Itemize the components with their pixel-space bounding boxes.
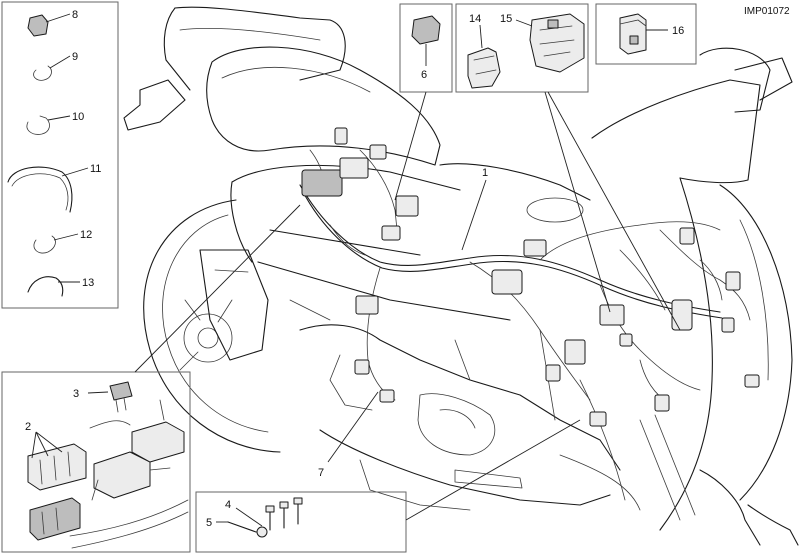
part-8-clip: 8 bbox=[27, 9, 78, 37]
callout-label-9: 9 bbox=[72, 51, 78, 63]
callout-label-11: 11 bbox=[90, 163, 101, 175]
callout-label-16: 16 bbox=[672, 25, 684, 37]
part-6-connector: 6 bbox=[411, 15, 441, 81]
callout-1: 1 bbox=[461, 167, 488, 251]
callout-label-7: 7 bbox=[318, 467, 324, 479]
callout-label-14: 14 bbox=[469, 13, 481, 25]
part-13-cable-tie: 13 bbox=[27, 276, 94, 297]
leader-box14 bbox=[544, 91, 611, 313]
fuse-box-inset bbox=[69, 399, 189, 549]
main-wiring-harness bbox=[299, 127, 760, 501]
motorcycle-outline bbox=[123, 6, 799, 546]
part-11-cable-strap: 11 bbox=[7, 163, 101, 213]
callout-7: 7 bbox=[318, 391, 379, 479]
parts-box-left bbox=[1, 1, 119, 309]
leader-box15 bbox=[547, 91, 681, 331]
callout-label-4: 4 bbox=[225, 499, 231, 511]
leader-to-inset bbox=[134, 204, 301, 373]
callout-label-6: 6 bbox=[421, 69, 427, 81]
part-12-clamp: 12 bbox=[33, 229, 92, 254]
callout-label-13: 13 bbox=[82, 277, 94, 289]
part-10-clamp: 10 bbox=[26, 111, 84, 135]
parts-box-4-5 bbox=[195, 491, 407, 553]
parts-box-2-3 bbox=[1, 371, 191, 553]
part-4-5-screws: 4 5 bbox=[206, 497, 303, 538]
part-2-fuse-holders: 2 bbox=[25, 421, 87, 541]
callout-label-2: 2 bbox=[25, 421, 31, 433]
leader-box6 bbox=[394, 91, 427, 201]
callout-label-10: 10 bbox=[72, 111, 84, 123]
callout-label-8: 8 bbox=[72, 9, 78, 21]
callout-label-3: 3 bbox=[73, 388, 79, 400]
part-14-holder: 14 bbox=[467, 13, 501, 89]
part-15-fuse-box: 15 bbox=[500, 13, 585, 73]
callout-label-12: 12 bbox=[80, 229, 92, 241]
part-9-clamp: 9 bbox=[33, 51, 78, 81]
callout-label-15: 15 bbox=[500, 13, 512, 25]
drawing-code: IMP01072 bbox=[744, 6, 790, 17]
leader-to-screws bbox=[405, 419, 581, 521]
part-16-relay: 16 bbox=[619, 13, 684, 55]
callout-label-5: 5 bbox=[206, 517, 212, 529]
part-3-fuse: 3 bbox=[73, 381, 133, 413]
callout-label-1: 1 bbox=[482, 167, 488, 179]
parts-box-16 bbox=[595, 3, 697, 65]
parts-box-14-15 bbox=[455, 3, 589, 93]
